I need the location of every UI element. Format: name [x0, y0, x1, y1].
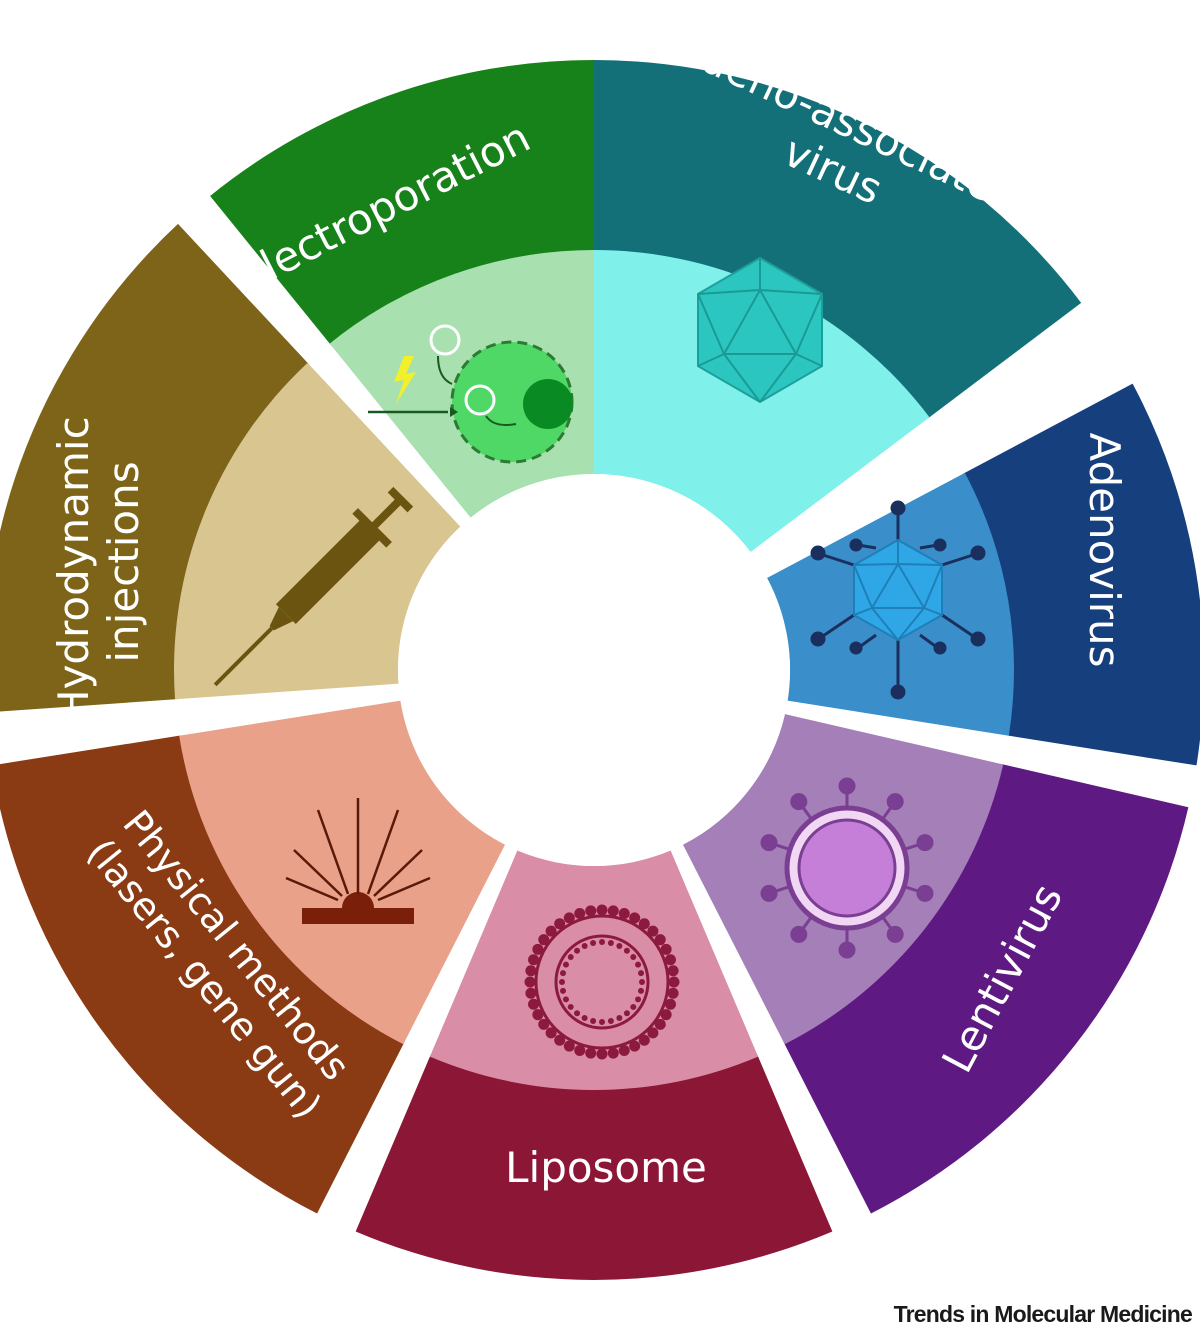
- segment-outer-hydro: [0, 223, 309, 712]
- center-hole: [398, 474, 790, 866]
- segment-label-hydro: Hydrodynamic injections: [49, 403, 148, 721]
- journal-credit: Trends in Molecular Medicine: [893, 1301, 1193, 1327]
- syringe-icon: [213, 486, 414, 687]
- segment-hydrodynamic-injections: Hydrodynamic injections: [0, 223, 461, 721]
- segment-outer-liposome: [355, 1054, 833, 1280]
- segment-outer-aav: [594, 60, 1082, 419]
- adenovirus-icon: [810, 500, 986, 700]
- segment-outer-lentivirus: [783, 764, 1189, 1214]
- segment-outer-physical: [0, 735, 405, 1214]
- segment-inner-liposome: [429, 850, 759, 1090]
- segment-label-adenovirus: Adenovirus: [1080, 432, 1129, 667]
- segment-outer-electro: [210, 60, 594, 346]
- segment-adenovirus: Adenovirus: [767, 383, 1200, 766]
- segment-lentivirus: Lentivirus: [682, 714, 1189, 1214]
- lentivirus-icon: [760, 777, 934, 959]
- segment-liposome: Liposome: [355, 850, 833, 1280]
- segment-inner-hydro: [174, 362, 461, 700]
- electroporation-icon: [368, 324, 574, 464]
- segment-outer-adenovirus: [963, 383, 1200, 766]
- laser-icon: [285, 798, 431, 924]
- icosahedron-icon: [697, 256, 823, 404]
- liposome-icon: [524, 904, 680, 1060]
- lightning-icon: [394, 356, 416, 404]
- segment-inner-physical: [179, 700, 506, 1045]
- segment-physical-methods: Physical methods (lasers, gene gun): [0, 700, 506, 1214]
- segment-label-liposome: Liposome: [505, 1143, 707, 1192]
